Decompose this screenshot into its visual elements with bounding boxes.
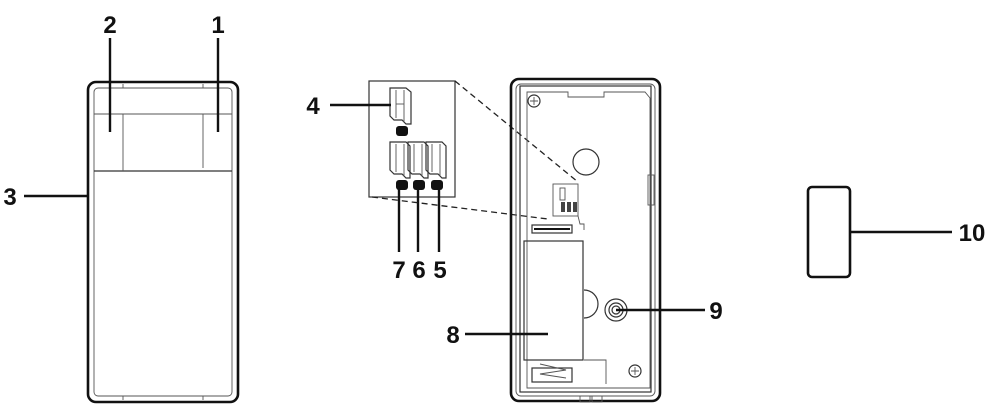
jumper-right [425,141,447,190]
callout-3-label: 3 [3,184,16,211]
jumper-left [389,141,411,190]
callout-7-label: 7 [392,257,405,284]
base-housing [509,77,662,403]
callout-4-label: 4 [306,93,320,120]
callout-1-label: 1 [211,12,224,39]
magnet [806,185,852,279]
callout-9-label: 9 [709,298,722,325]
screw-icon [628,364,642,378]
zoom-line-top [454,80,579,183]
front-cover [86,80,240,404]
jumper-detail-inset [368,80,456,198]
screw-icon [527,94,541,108]
callout-5-label: 5 [433,257,446,284]
jumper-middle [407,141,429,190]
callout-10-label: 10 [959,220,986,247]
jumper-top [389,87,412,136]
battery [523,240,584,361]
callout-6-label: 6 [412,257,425,284]
callout-8-label: 8 [446,322,459,349]
callout-2-label: 2 [103,12,116,39]
